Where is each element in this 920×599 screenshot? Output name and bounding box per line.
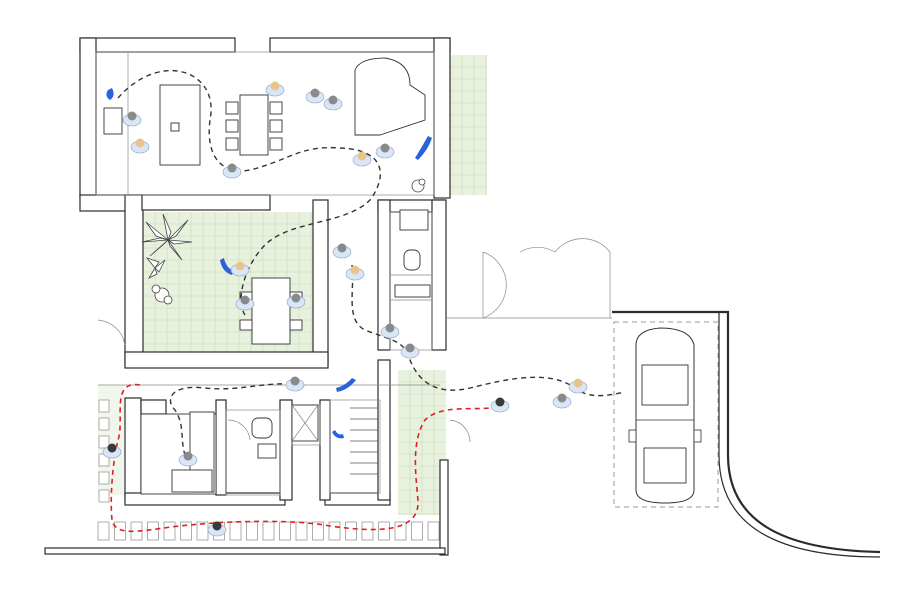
blue-mark-2 [415,136,432,160]
service-east-wall [431,199,447,351]
person-figure [490,397,510,413]
person-figure [286,293,306,309]
courtyard-south-wall [124,351,329,369]
fence-post [246,521,258,541]
dining-table [239,94,269,156]
plants [141,178,426,305]
north-wall [79,37,236,53]
partition-d [140,399,167,415]
fence-post [361,521,374,541]
blue-accents [106,88,432,439]
upper-living-room [95,51,435,196]
partition-a [215,399,227,496]
person-figure [400,343,420,359]
fence-post [411,521,423,541]
person-figure [230,261,250,277]
west-wall-upper [79,37,97,199]
partition-c [319,399,331,501]
stair-room [329,399,381,494]
fence-post [180,521,192,541]
bush-plant [151,284,173,305]
stairs [350,407,378,475]
partition-b [279,399,293,501]
palm-plant [141,213,193,261]
fence-post [97,521,110,541]
fence-post [98,435,110,449]
east-terrace [450,55,487,195]
fence-post [147,521,159,541]
kitchen-island [159,84,201,166]
fern-plant [145,257,166,279]
person-figure [222,163,242,179]
vanity-upper [394,284,431,298]
person-figure [207,521,227,537]
person-figure [178,451,198,467]
fence-post [98,399,110,413]
person-figure [285,376,305,392]
person-figure [332,243,352,259]
fence-post [378,521,390,541]
fence-post [98,489,110,503]
person-figure [352,151,372,167]
red-route [110,383,491,533]
fence-post [279,521,291,541]
fence-post [295,521,308,541]
fence-post [394,521,407,541]
sink-lower [257,443,277,459]
courtyard-north-wall-a [141,194,271,211]
person-figure [380,323,400,339]
courtyard-east-wall [312,199,329,366]
fence-post [196,521,209,541]
toilet-upper [403,249,421,271]
sink-upper [399,209,429,231]
fence-post [98,471,110,485]
east-wall-upper [433,37,451,199]
blue-mark-5 [332,430,344,439]
car [628,327,702,504]
south-fence [97,399,440,541]
fence-post [312,521,324,541]
person-figure [102,443,122,459]
blue-mark-4 [336,378,356,392]
person-figure [122,111,142,127]
person-figure [265,81,285,97]
person-figure [552,393,572,409]
grand-piano [354,57,426,136]
walls [44,37,451,556]
garage [612,310,881,558]
furniture [103,57,431,493]
person-figure [305,88,325,104]
bathroom-lower [225,409,281,496]
fence-post [229,521,242,541]
toilet-lower [251,417,273,439]
person-figure [323,95,343,111]
potted-plant [411,178,426,193]
person-figure [130,138,150,154]
lower-room-walls-west [124,397,142,499]
fence-post [114,521,126,541]
garage-wall [612,310,881,554]
fence-post [98,417,110,431]
fence-post [262,521,275,541]
person-figure [568,378,588,394]
person-figure [345,265,365,281]
stove [103,107,123,135]
blue-mark-1 [106,88,114,100]
north-wall-right [269,37,451,53]
fence-post [345,521,357,541]
person-figure [375,143,395,159]
people [102,81,588,537]
person-figure [235,295,255,311]
fence-post [328,521,341,541]
courtyard-table [251,277,291,345]
fence-post [427,521,440,541]
south-base-line [44,547,446,555]
doors [97,238,612,443]
east-wall-lower [439,459,449,556]
fence-post [163,521,176,541]
courtyard-west-wall [124,194,144,366]
blue-mark-3 [220,258,234,275]
